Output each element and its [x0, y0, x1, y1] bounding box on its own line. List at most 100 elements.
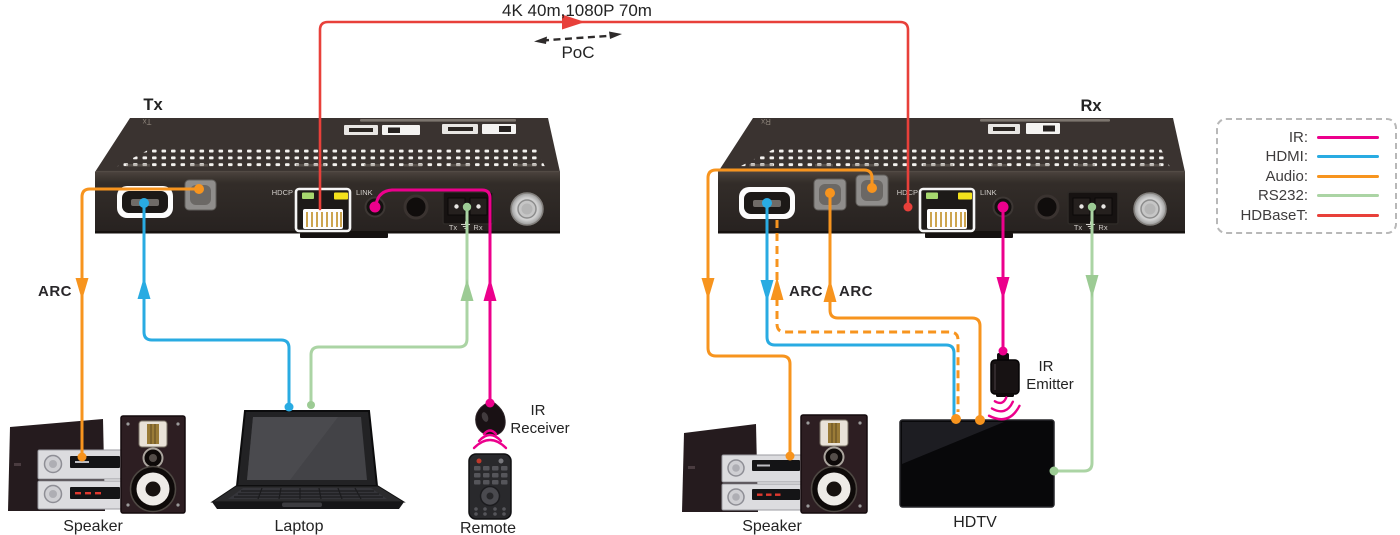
audio-cable-rx-speaker	[706, 168, 874, 458]
legend-row-audio: Audio:	[1218, 167, 1379, 185]
ir-arrow-up-tx	[483, 278, 497, 301]
rs232-cable-tx-laptop	[309, 205, 469, 406]
ir-receiver-figure	[475, 401, 506, 437]
bookshelf-speaker-left	[120, 415, 186, 514]
rx-ir-in-port	[1034, 194, 1060, 220]
poc-arrow-left	[534, 36, 547, 44]
tx-led-yellow	[334, 192, 348, 200]
tx-hdbaset-rj45-port	[294, 187, 352, 233]
hdtv-label: HDTV	[953, 514, 997, 531]
rx-lip-captions	[749, 164, 1161, 167]
audio-cable-tx-speaker	[80, 187, 201, 459]
poc-dashed-line	[541, 34, 615, 42]
tx-vent-holes	[112, 149, 546, 169]
hdmi-cable-rx-tv	[765, 202, 956, 419]
arc-arrow-up-solid	[823, 279, 837, 302]
legend-row-rs232: RS232:	[1218, 187, 1379, 204]
rx-terminal-tx-label: Tx	[1074, 223, 1083, 232]
tx-lip-captions	[126, 164, 536, 167]
tx-terminal-rx-label: Rx	[473, 223, 482, 232]
tx-terminal-tx-label: Tx	[449, 223, 458, 232]
rx-hdmi-port	[739, 187, 795, 219]
arc-label-right-1: ARC	[789, 283, 823, 300]
audio-arrow-down-tx	[75, 278, 89, 300]
rx-top-printline	[980, 119, 1110, 122]
legend-label-audio: Audio:	[1265, 167, 1308, 185]
rx-vent-holes	[735, 149, 1171, 169]
rx-terminal-rx-label: Rx	[1098, 223, 1107, 232]
hdtv-figure	[899, 419, 1055, 508]
legend-row-hdbaset: HDBaseT:	[1218, 207, 1379, 224]
bookshelf-speaker-right	[800, 414, 868, 514]
distance-label: 4K 40m,1080P 70m	[502, 1, 652, 20]
tx-title: Tx	[143, 96, 163, 114]
tx-link-label: LINK	[356, 188, 373, 197]
laptop-label: Laptop	[275, 518, 324, 535]
rx-top-mark: Rx	[761, 117, 771, 126]
arc-arrow-up-dashed	[770, 277, 784, 300]
legend-label-hdmi: HDMI:	[1265, 148, 1309, 165]
tx-badge-4-mark	[499, 126, 511, 132]
legend-label-rs232: RS232:	[1257, 187, 1308, 204]
ir-receiver-label-2: Receiver	[510, 420, 569, 437]
legend-line-hdbaset	[1317, 213, 1379, 217]
rx-led-green	[926, 192, 938, 199]
tx-power-connector	[510, 192, 544, 226]
rx-title: Rx	[1080, 97, 1102, 115]
rx-power-connector	[1133, 192, 1167, 226]
tx-badge-2-mark	[388, 127, 400, 133]
hdmi-arrow-down-rx	[760, 280, 774, 302]
legend-line-ir	[1317, 135, 1379, 139]
legend-row-ir: IR:	[1218, 128, 1379, 146]
poc-label: PoC	[561, 43, 594, 62]
ir-emitter-label-1: IR	[1039, 358, 1054, 375]
hdbaset-arrow-right	[562, 14, 585, 30]
legend-line-hdmi	[1317, 155, 1379, 158]
rx-foot	[925, 233, 1013, 238]
hdmi-arrow-up-tx	[137, 277, 151, 299]
audio-arrow-down-rx	[701, 278, 715, 300]
tx-badge-3-mark	[448, 127, 473, 131]
connection-dots	[77, 183, 1097, 476]
laptop-figure	[210, 410, 406, 509]
ir-signal-arcs-emitter	[987, 396, 1021, 421]
tx-badge-2	[382, 125, 420, 135]
legend-box: IR: HDMI: Audio: RS232: HDBaseT:	[1216, 118, 1397, 234]
ir-cable-tx-receiver	[374, 188, 492, 404]
rs232-arrow-up-tx	[460, 279, 474, 301]
legend-row-hdmi: HDMI:	[1218, 148, 1379, 165]
tx-hdcp-label: HDCP	[272, 188, 293, 197]
remote-label: Remote	[460, 520, 516, 535]
legend-line-rs232	[1317, 194, 1379, 197]
rx-badge-1-mark	[993, 127, 1015, 131]
rs232-arrow-down-rx	[1085, 275, 1099, 298]
rx-hdbaset-rj45-port	[918, 187, 976, 233]
speaker-right-label: Speaker	[742, 518, 802, 535]
arc-dashed-cable-tv-rx	[775, 220, 960, 412]
speaker-left-label: Speaker	[63, 518, 123, 535]
ir-signal-arcs-receiver	[472, 429, 508, 450]
tx-top-mark: Tx	[143, 117, 152, 126]
rs232-cable-rx-tv	[1052, 205, 1094, 473]
arc-label-left: ARC	[38, 283, 72, 300]
rx-led-yellow	[958, 192, 972, 200]
tx-foot	[300, 233, 388, 238]
speaker-system-right	[682, 414, 868, 514]
audio-cable-rx-tv	[828, 191, 982, 422]
legend-line-audio	[1317, 174, 1379, 178]
arc-label-right-2: ARC	[839, 283, 873, 300]
ir-emitter-label-2: Emitter	[1026, 376, 1074, 393]
ir-arrow-down-rx	[996, 277, 1010, 300]
tx-extender-device: Tx HDCP	[95, 117, 560, 238]
legend-label-ir: IR:	[1288, 128, 1308, 146]
tx-ir-out-port	[403, 194, 429, 220]
rx-link-label: LINK	[980, 188, 997, 197]
ir-receiver-label-1: IR	[531, 402, 546, 419]
ir-emitter-figure	[990, 353, 1020, 397]
tx-badge-1-mark	[349, 128, 373, 132]
rx-badge-2-mark	[1043, 125, 1055, 132]
poc-arrow-right	[609, 31, 622, 39]
rx-extender-device: Rx HDCP	[718, 117, 1185, 238]
